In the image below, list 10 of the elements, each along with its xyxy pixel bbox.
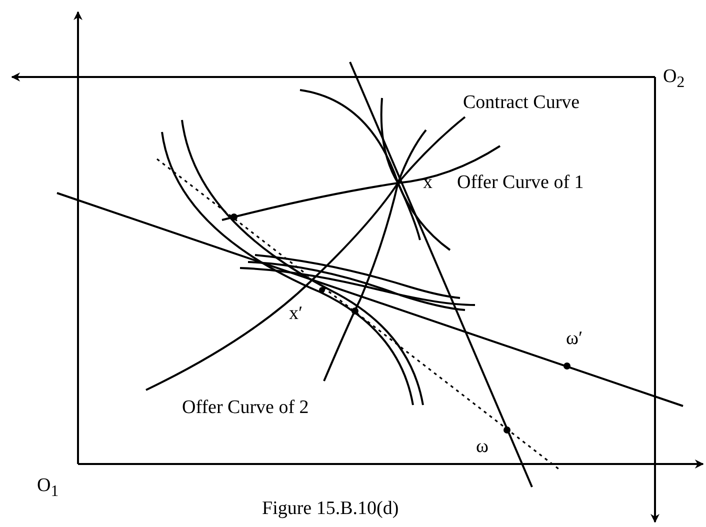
origin-label: O$_{2}$ xyxy=(663,66,685,93)
point-label: x xyxy=(423,172,432,194)
curve-label: Offer Curve of 1 xyxy=(457,172,584,194)
origin-label: O$_{1}$ xyxy=(37,475,59,502)
point-label: ω xyxy=(476,436,489,458)
point-label: x′ xyxy=(289,303,303,325)
curve-label: Offer Curve of 2 xyxy=(182,397,309,419)
figure-caption: Figure 15.B.10(d) xyxy=(262,498,399,520)
point-label: ω′ xyxy=(566,328,583,350)
curve-label: Contract Curve xyxy=(463,92,580,114)
